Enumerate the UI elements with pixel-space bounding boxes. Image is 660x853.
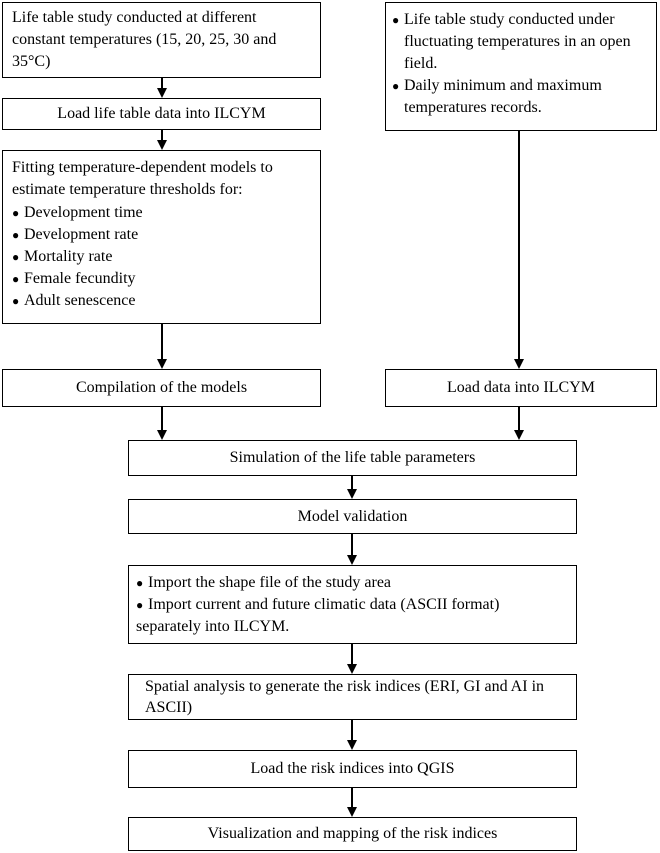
box-fluctuating-temp-study: ● Life table study conducted under fluct… bbox=[385, 2, 657, 131]
box-import-data: ● Import the shape file of the study are… bbox=[128, 565, 577, 644]
bullet-item: ● Development rate bbox=[12, 224, 311, 246]
bullet-item: ● Adult senescence bbox=[12, 290, 311, 312]
box-spatial-analysis: Spatial analysis to generate the risk in… bbox=[128, 674, 577, 720]
box-visualization-text: Visualization and mapping of the risk in… bbox=[207, 825, 498, 842]
bullet-icon: ● bbox=[392, 79, 400, 93]
bullet-item: ● Life table study conducted under fluct… bbox=[392, 9, 650, 75]
bullet-text: Daily minimum and maximum temperatures r… bbox=[404, 77, 602, 116]
box-import-data-tail: separately into ILCYM. bbox=[136, 618, 290, 635]
bullet-icon: ● bbox=[136, 576, 144, 590]
bullet-item: ● Female fecundity bbox=[12, 268, 311, 290]
bullet-icon: ● bbox=[12, 228, 20, 242]
box-simulation: Simulation of the life table parameters bbox=[128, 440, 577, 476]
bullet-item: ● Mortality rate bbox=[12, 246, 311, 268]
box-load-risk-indices-text: Load the risk indices into QGIS bbox=[250, 760, 455, 777]
box-compilation-models: Compilation of the models bbox=[2, 369, 321, 407]
box-fit-models: Fitting temperature-dependent models to … bbox=[2, 150, 321, 324]
bullet-text: Import the shape file of the study area bbox=[148, 574, 392, 591]
box-load-life-table: Load life table data into ILCYM bbox=[2, 98, 321, 130]
box-load-life-table-text: Load life table data into ILCYM bbox=[57, 105, 266, 122]
box-load-data-ilcym-text: Load data into ILCYM bbox=[447, 379, 595, 396]
box-constant-temp-study: Life table study conducted at different … bbox=[2, 2, 321, 78]
box-visualization: Visualization and mapping of the risk in… bbox=[128, 817, 577, 851]
bullet-text: Life table study conducted under fluctua… bbox=[404, 11, 631, 72]
bullet-icon: ● bbox=[392, 13, 400, 27]
bullet-icon: ● bbox=[12, 272, 20, 286]
bullet-text: Mortality rate bbox=[24, 248, 113, 265]
bullet-icon: ● bbox=[12, 250, 20, 264]
box-simulation-text: Simulation of the life table parameters bbox=[229, 449, 476, 466]
bullet-item: ● Daily minimum and maximum temperatures… bbox=[392, 75, 650, 119]
bullet-text: Female fecundity bbox=[24, 270, 136, 287]
box-model-validation-text: Model validation bbox=[297, 507, 408, 525]
bullet-icon: ● bbox=[12, 294, 20, 308]
bullet-text: Adult senescence bbox=[24, 292, 136, 309]
bullet-icon: ● bbox=[12, 206, 20, 220]
bullet-item: ● Development time bbox=[12, 202, 311, 224]
box-fit-models-intro: Fitting temperature-dependent models to … bbox=[12, 159, 273, 198]
bullet-text: Development rate bbox=[24, 226, 139, 243]
box-spatial-analysis-text: Spatial analysis to generate the risk in… bbox=[145, 678, 545, 716]
bullet-text: Development time bbox=[24, 204, 143, 221]
bullet-item: ● Import current and future climatic dat… bbox=[136, 594, 569, 616]
box-load-risk-indices: Load the risk indices into QGIS bbox=[128, 750, 577, 788]
bullet-item: ● Import the shape file of the study are… bbox=[136, 572, 569, 594]
box-model-validation: Model validation bbox=[128, 499, 577, 534]
bullet-icon: ● bbox=[136, 598, 144, 612]
bullet-text: Import current and future climatic data … bbox=[148, 596, 500, 613]
box-load-data-ilcym: Load data into ILCYM bbox=[385, 369, 657, 407]
box-compilation-models-text: Compilation of the models bbox=[75, 379, 248, 396]
box-constant-temp-study-text: Life table study conducted at different … bbox=[12, 9, 277, 70]
